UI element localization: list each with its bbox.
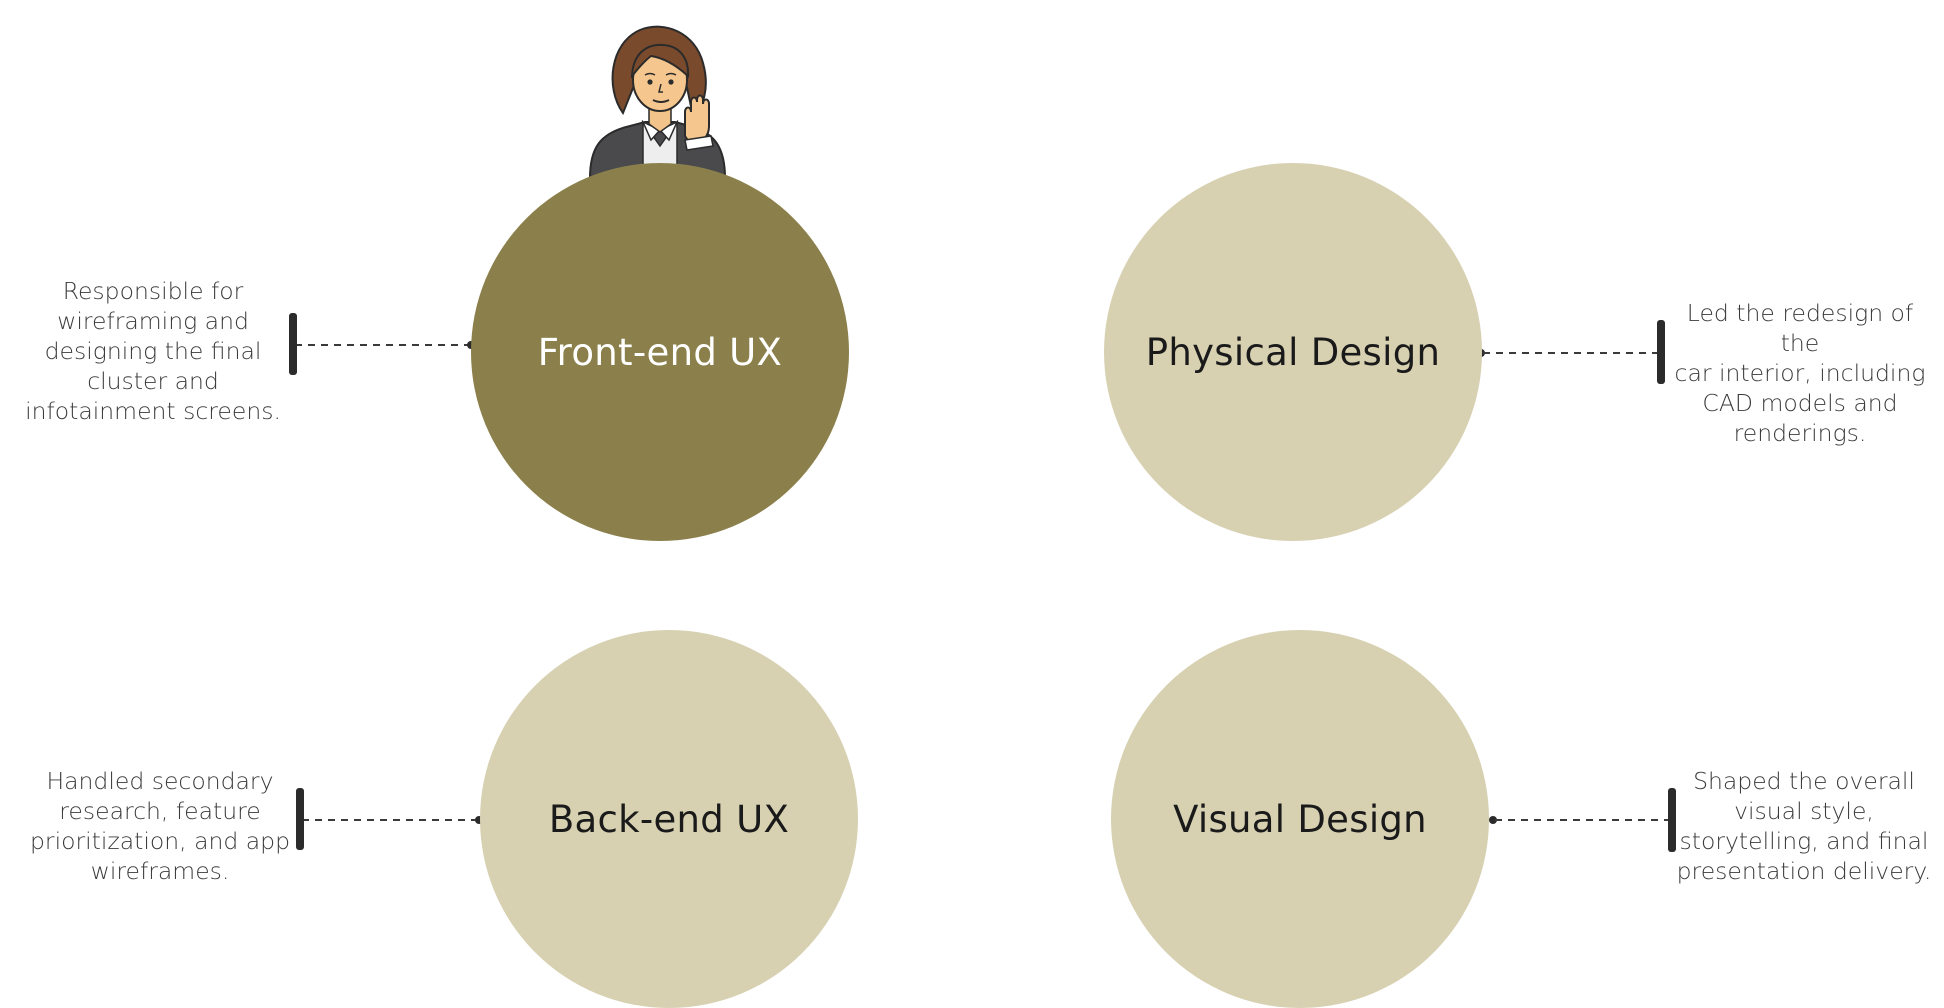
physical-connector <box>1477 320 1665 384</box>
frontend-connector <box>289 313 475 375</box>
backend-ux-circle[interactable]: Back-end UX <box>480 630 858 1008</box>
frontend-ux-circle[interactable]: Front-end UX <box>471 163 849 541</box>
frontend-marker-bar <box>289 313 297 375</box>
visual-design-circle[interactable]: Visual Design <box>1111 630 1489 1008</box>
physical-design-title: Physical Design <box>1145 330 1441 374</box>
physical-design-circle[interactable]: Physical Design <box>1104 163 1482 541</box>
visual-design-description: Shaped the overall visual style, storyte… <box>1676 767 1932 885</box>
frontend-ux-title: Front-end UX <box>537 330 783 374</box>
visual-connector <box>1489 788 1676 852</box>
waving-person-icon <box>588 25 727 178</box>
backend-ux-description: Handled secondary research, feature prio… <box>29 767 291 885</box>
physical-design-description: Led the redesign of the car interior, in… <box>1674 299 1926 447</box>
backend-connector <box>296 788 483 850</box>
visual-design-title: Visual Design <box>1173 797 1427 841</box>
backend-ux-title: Back-end UX <box>548 797 790 841</box>
frontend-ux-description: Responsible for wireframing and designin… <box>25 277 281 425</box>
